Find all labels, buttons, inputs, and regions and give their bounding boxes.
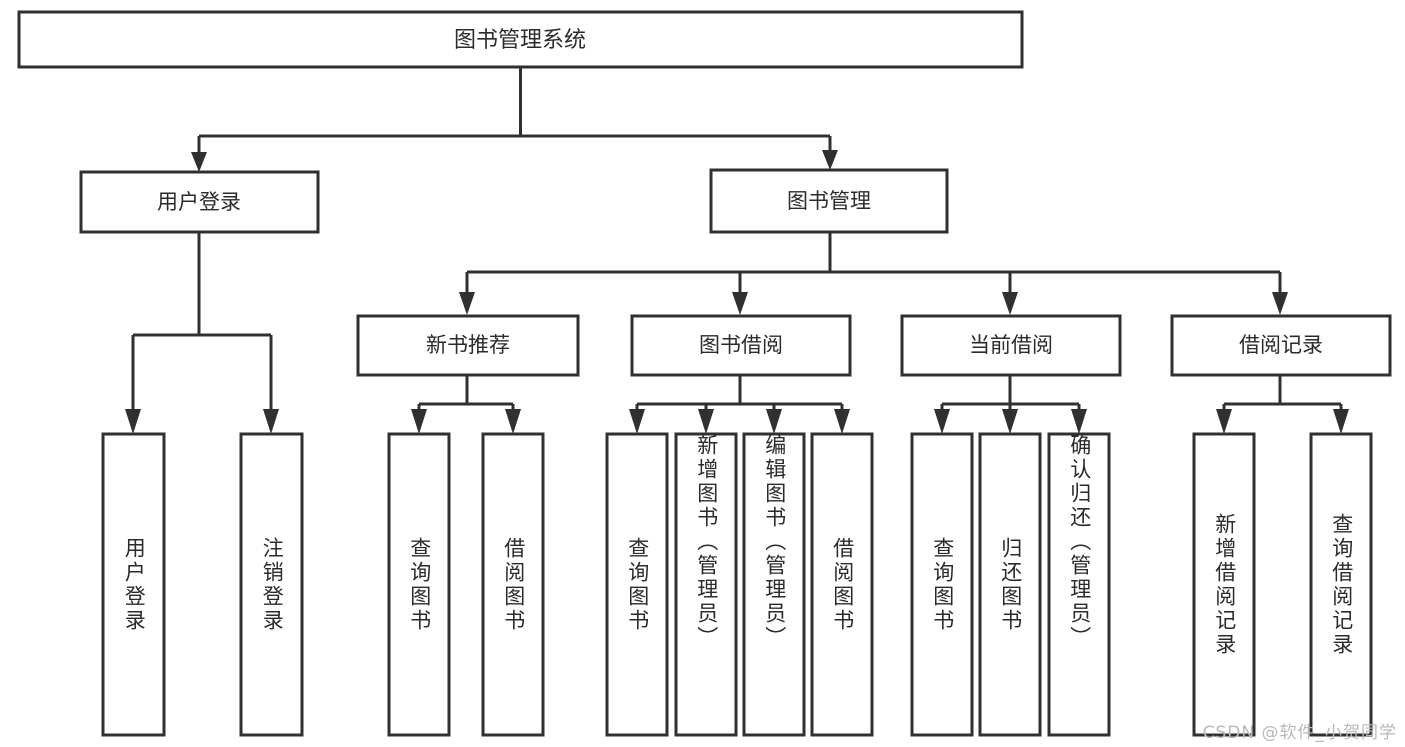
arrowhead-bookmgmt — [822, 150, 838, 170]
record-add-box[interactable] — [1192, 432, 1256, 737]
node-login[interactable]: 用户登录 — [79, 170, 320, 234]
login-logout-box[interactable] — [239, 432, 304, 737]
csdn-watermark: CSDN @软件_小贺同学 — [1202, 723, 1397, 743]
arrowhead-borrow-add — [698, 409, 714, 434]
connector-group — [125, 67, 1349, 434]
node-root[interactable]: 图书管理系统 — [17, 10, 1024, 69]
arrowhead-current-confirm — [1071, 409, 1087, 434]
arrowhead-borrow-query — [629, 409, 645, 434]
node-bookmgmt[interactable]: 图书管理 — [709, 168, 949, 234]
arrowhead-login-user — [125, 409, 141, 434]
arrowhead-newbook — [459, 292, 475, 315]
arrowhead-record — [1272, 292, 1288, 315]
root-label: 图书管理系统 — [454, 28, 586, 53]
newbook-query-box[interactable] — [387, 432, 451, 737]
node-current[interactable]: 当前借阅 — [900, 314, 1122, 377]
arrowhead-current-query — [934, 409, 950, 434]
arrowhead-login — [191, 152, 207, 172]
arrowhead-newbook-borrow — [505, 409, 521, 434]
leaf-box-group — [101, 432, 1373, 737]
bookmgmt-box[interactable] — [709, 168, 949, 234]
record-label: 借阅记录 — [1239, 333, 1323, 357]
login-label: 用户登录 — [157, 190, 241, 214]
login-user-box[interactable] — [101, 432, 166, 737]
newbook-label: 新书推荐 — [426, 333, 510, 357]
newbook-borrow-box[interactable] — [481, 432, 545, 737]
current-box[interactable] — [900, 314, 1122, 377]
arrowhead-record-add — [1216, 409, 1232, 434]
node-record[interactable]: 借阅记录 — [1170, 314, 1392, 377]
root-box[interactable] — [17, 10, 1024, 69]
login-box[interactable] — [79, 170, 320, 234]
borrow-lend-box[interactable] — [810, 432, 874, 737]
arrowhead-newbook-query — [411, 409, 427, 434]
arrowhead-borrow-edit — [766, 409, 782, 434]
borrow-label: 图书借阅 — [699, 333, 783, 357]
bookmgmt-label: 图书管理 — [787, 189, 871, 213]
arrowhead-current-return — [1002, 409, 1018, 434]
record-query-box[interactable] — [1309, 432, 1373, 737]
borrow-edit-box[interactable] — [742, 432, 806, 737]
node-borrow[interactable]: 图书借阅 — [630, 314, 852, 377]
arrowhead-login-logout — [263, 409, 279, 434]
current-confirm-box[interactable] — [1047, 432, 1111, 737]
borrow-query-box[interactable] — [605, 432, 669, 737]
arrowhead-borrow — [732, 292, 748, 315]
arrowhead-borrow-lend — [834, 409, 850, 434]
current-query-box[interactable] — [910, 432, 974, 737]
current-label: 当前借阅 — [969, 333, 1053, 357]
record-box[interactable] — [1170, 314, 1392, 377]
borrow-add-box[interactable] — [674, 432, 738, 737]
current-return-box[interactable] — [978, 432, 1042, 737]
borrow-box[interactable] — [630, 314, 852, 377]
node-newbook[interactable]: 新书推荐 — [356, 314, 580, 377]
arrowhead-record-query — [1333, 409, 1349, 434]
arrowhead-current — [1002, 292, 1018, 315]
newbook-box[interactable] — [356, 314, 580, 377]
